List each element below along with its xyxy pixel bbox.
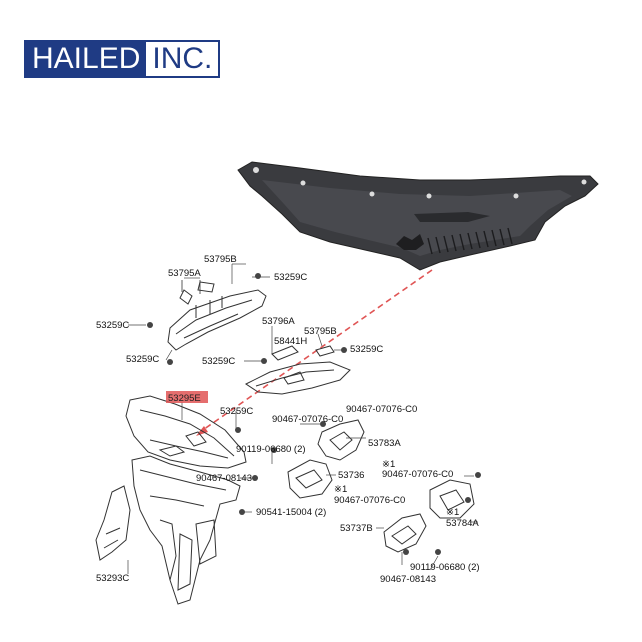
- label-53795b: 53795B: [204, 254, 237, 265]
- label-53784a: 53784A: [446, 518, 479, 529]
- logo-part-a: HAILED: [24, 40, 147, 78]
- mark-1: ※1: [382, 459, 395, 470]
- part-53736-drawing: [287, 459, 333, 499]
- label-58441h: 58441H: [274, 336, 307, 347]
- mark-2: ※1: [334, 484, 347, 495]
- label-53259c-3: 53259C: [126, 354, 159, 365]
- part-highlight: [166, 391, 208, 403]
- fasteners: [147, 273, 481, 555]
- label-53259c-4: 53259C: [202, 356, 235, 367]
- mark-3: ※1: [446, 507, 459, 518]
- part-labels: 53795B 53795A 53259C 53259C 53259C 53259…: [96, 254, 480, 585]
- middle-cover-drawing: [245, 345, 351, 395]
- label-90467-08143-a: 90467-08143: [196, 473, 252, 484]
- main-panel-drawing: [125, 395, 247, 469]
- label-53783a: 53783A: [368, 438, 401, 449]
- label-53293c: 53293C: [96, 573, 129, 584]
- cover-panel-photo: [237, 161, 599, 271]
- label-90467-07076-b: 90467-07076-C0: [272, 414, 343, 425]
- part-53737b-drawing: [383, 513, 427, 553]
- label-90119-06680-a: 90119-06680 (2): [236, 444, 306, 455]
- label-53259c-5: 53259C: [350, 344, 383, 355]
- radiator-support-drawing: [95, 455, 241, 605]
- label-53796a: 53796A: [262, 316, 295, 327]
- label-90541-15004: 90541-15004 (2): [256, 507, 326, 518]
- upper-duct-drawing: [167, 280, 267, 351]
- bracket-53783a-drawing: [317, 419, 365, 461]
- label-53295e: 53295E: [168, 393, 201, 404]
- label-90119-06680-b: 90119-06680 (2): [410, 562, 480, 573]
- bracket-53784a-drawing: [429, 479, 475, 519]
- label-53795a: 53795A: [168, 268, 201, 279]
- logo-part-b: INC.: [146, 40, 221, 78]
- label-90467-07076-c: 90467-07076-C0: [382, 469, 453, 480]
- label-53795b-2: 53795B: [304, 326, 337, 337]
- label-53737b: 53737B: [340, 523, 373, 534]
- brand-logo: HAILED INC.: [24, 40, 221, 78]
- label-90467-07076-a: 90467-07076-C0: [346, 404, 417, 415]
- label-53736: 53736: [338, 470, 364, 481]
- label-90467-07076-d: 90467-07076-C0: [334, 495, 405, 506]
- label-53259c-6: 53259C: [220, 406, 253, 417]
- label-53259c-1: 53259C: [274, 272, 307, 283]
- label-90467-08143-b: 90467-08143: [380, 574, 436, 585]
- label-53259c-2: 53259C: [96, 320, 129, 331]
